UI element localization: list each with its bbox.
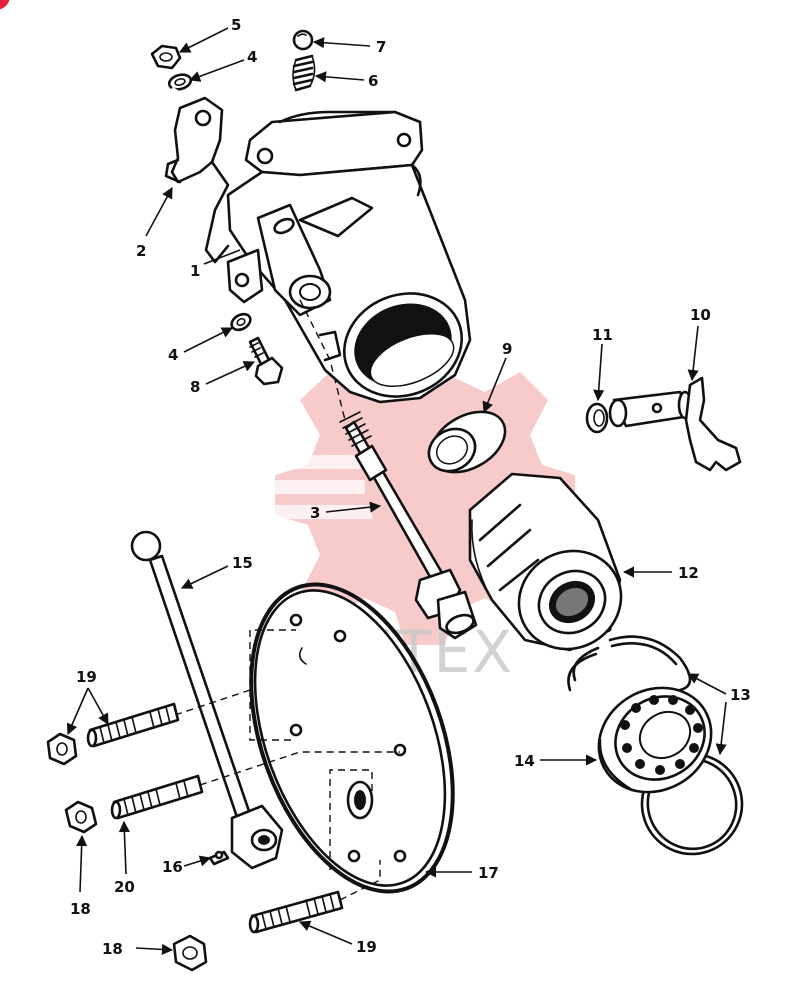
callout-20: 20 xyxy=(114,878,135,896)
nut-19-part xyxy=(46,732,78,766)
ball-bearing-part xyxy=(597,686,713,794)
callout-17: 17 xyxy=(478,864,499,882)
callout-7: 7 xyxy=(376,38,386,56)
callout-18-bottom: 18 xyxy=(102,940,123,958)
callout-4-mid: 4 xyxy=(168,346,178,364)
callout-19-upper: 19 xyxy=(76,668,97,686)
callout-2: 2 xyxy=(136,242,146,260)
callout-14: 14 xyxy=(514,752,535,770)
alignment-lines xyxy=(174,629,400,901)
callout-6: 6 xyxy=(368,72,378,90)
shift-lever-part xyxy=(608,376,742,472)
shaft-part xyxy=(339,411,478,640)
snap-ring-upper-part xyxy=(567,635,692,692)
stud-19-lower-part xyxy=(248,890,344,934)
corner-badge xyxy=(0,0,10,10)
nut-left-part xyxy=(64,800,98,834)
bushing-part xyxy=(427,410,507,474)
stud-19-upper-part xyxy=(86,702,180,748)
lock-washer-top-part xyxy=(167,73,193,94)
callout-5: 5 xyxy=(231,16,241,34)
callout-11: 11 xyxy=(592,326,613,344)
ball-part xyxy=(292,29,314,51)
coupling-hub-part xyxy=(468,472,623,652)
centerline xyxy=(299,299,346,421)
callout-labels: 5 4 7 6 2 1 4 8 3 9 11 10 12 13 14 15 19… xyxy=(70,16,751,958)
callout-8: 8 xyxy=(190,378,200,396)
callout-12: 12 xyxy=(678,564,699,582)
lever-bracket-part xyxy=(164,96,230,264)
callout-9: 9 xyxy=(502,340,512,358)
callout-15: 15 xyxy=(232,554,253,572)
nut-bottom-part xyxy=(172,934,208,972)
leader-lines xyxy=(66,27,727,956)
callout-18-left: 18 xyxy=(70,900,91,918)
ring-11-part xyxy=(585,402,609,434)
callout-13: 13 xyxy=(730,686,751,704)
callout-3: 3 xyxy=(310,504,320,522)
callout-16: 16 xyxy=(162,858,183,876)
housing-part xyxy=(226,110,472,404)
lock-washer-mid-part xyxy=(230,312,252,332)
pin-part xyxy=(208,850,230,866)
nut-top-part xyxy=(150,44,182,70)
spring-part xyxy=(292,54,316,92)
cover-plate-part xyxy=(249,582,455,894)
callout-10: 10 xyxy=(690,306,711,324)
callout-1: 1 xyxy=(190,262,200,280)
callout-19-lower: 19 xyxy=(356,938,377,956)
callout-4-top: 4 xyxy=(247,48,257,66)
lever-rod-part xyxy=(130,530,284,870)
stud-20-part xyxy=(110,774,204,820)
bolt-part xyxy=(248,336,284,386)
